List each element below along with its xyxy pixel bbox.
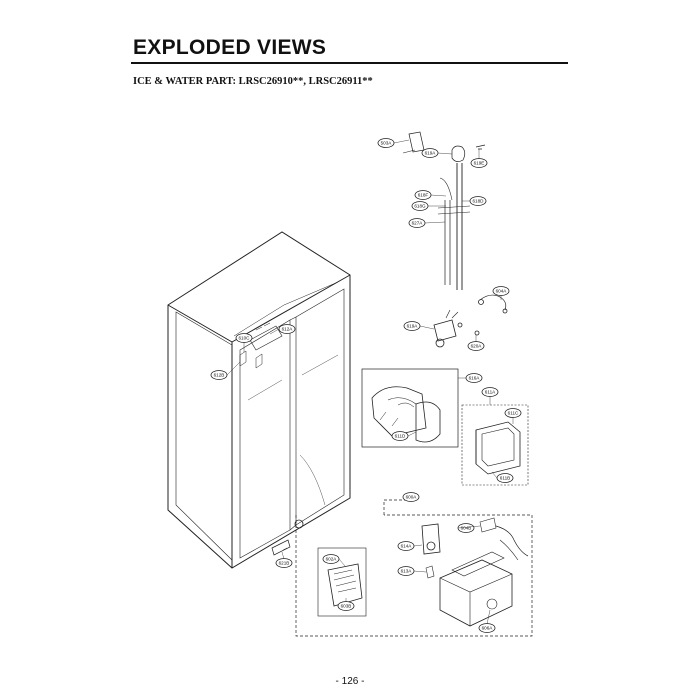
part-label-616a: 616A [465,373,483,383]
svg-text:604B: 604B [461,526,472,531]
svg-text:611D: 611D [395,434,406,439]
part-label-611b: 611B [496,473,514,483]
part-label-611a: 611A [481,387,499,397]
svg-text:614A: 614A [401,544,413,549]
wire-harness-604a [478,294,508,314]
ice-bin-assembly [361,368,459,448]
svg-text:619A: 619A [425,151,437,156]
part-label-619a-top: 619A [421,148,439,158]
ice-maker-assembly [295,499,533,637]
svg-text:613A: 613A [401,569,413,574]
svg-text:620A: 620A [471,344,483,349]
svg-text:619E: 619E [474,161,485,166]
water-valve-619a [433,309,480,348]
part-label-627a: 627A [408,218,426,228]
svg-text:618F: 618F [418,193,429,198]
svg-text:618G: 618G [414,204,426,209]
svg-text:603B: 603B [341,604,352,609]
svg-text:600A: 600A [406,495,418,500]
svg-text:610C: 610C [239,336,251,341]
svg-text:611A: 611A [485,390,496,395]
part-labels: 503A 619A 619E 618F 618G 618D 627A 604A … [210,138,522,633]
svg-text:616A: 616A [469,376,481,381]
part-label-602a: 602A [322,554,340,564]
part-label-603b: 603B [337,601,355,611]
svg-text:611C: 611C [508,411,519,416]
svg-text:627A: 627A [412,221,424,226]
refrigerator-cabinet [167,231,351,569]
part-label-606a: 606A [478,623,496,633]
part-label-503a: 503A [377,138,395,148]
page-number: - 126 - [335,676,365,687]
part-label-619a-valve: 619A [403,321,421,331]
svg-text:618D: 618D [473,199,485,204]
part-label-613a: 613A [397,566,415,576]
title-rule [131,62,568,64]
part-label-618d: 618D [469,196,487,206]
part-label-614a: 614A [397,541,415,551]
svg-text:602A: 602A [326,557,338,562]
part-label-621b: 621B [275,558,293,568]
water-tube-assembly [402,131,486,290]
part-label-611c: 611C [504,408,522,418]
part-label-619e: 619E [470,158,488,168]
svg-text:503A: 503A [381,141,393,146]
part-label-618g: 618G [411,201,429,211]
part-label-620a: 620A [467,341,485,351]
diagram-subtitle: ICE & WATER PART: LRSC26910**, LRSC26911… [133,76,373,87]
leader-lines [226,139,514,625]
svg-text:612A: 612A [282,327,294,332]
svg-text:604A: 604A [496,289,508,294]
svg-text:621B: 621B [279,561,290,566]
part-label-611d: 611D [391,431,409,441]
part-label-612b: 612B [210,370,228,380]
svg-text:606A: 606A [482,626,494,631]
svg-text:611B: 611B [500,476,510,481]
part-label-618f: 618F [414,190,432,200]
part-label-600a: 600A [402,492,420,502]
ice-tray-assembly [461,404,529,486]
page-title: EXPLODED VIEWS [133,36,327,59]
part-label-610c: 610C [235,333,253,343]
part-label-604b: 604B [457,523,475,533]
svg-text:612B: 612B [214,373,225,378]
part-label-612a: 612A [278,324,296,334]
svg-text:619A: 619A [407,324,419,329]
part-label-604a: 604A [492,286,510,296]
